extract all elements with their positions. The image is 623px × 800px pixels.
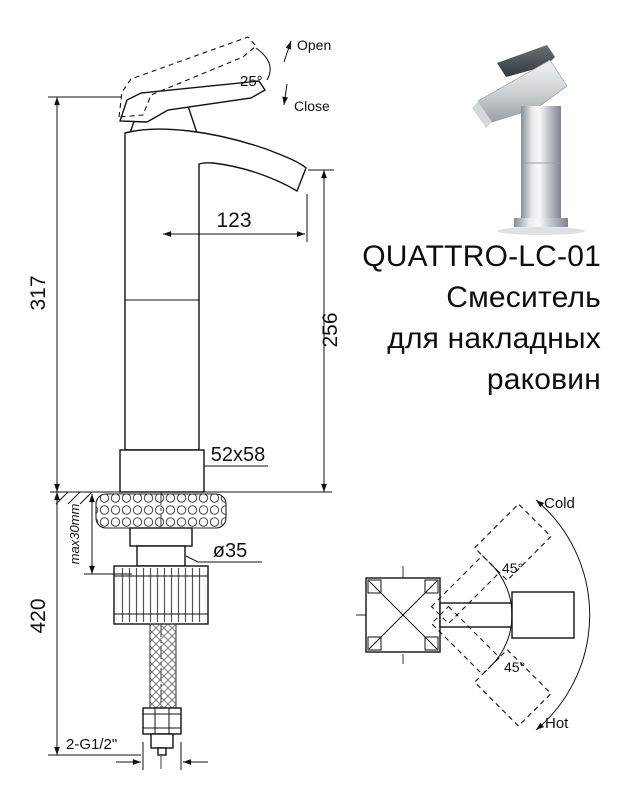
thread-extension-lines xyxy=(142,742,182,770)
dim-420-label: 420 xyxy=(27,598,50,633)
handle-angle-arc xyxy=(255,47,271,81)
handle-open-position-dashed xyxy=(118,36,257,118)
open-direction-arrow-icon xyxy=(283,40,292,63)
dim-317-label: 317 xyxy=(27,275,50,310)
product-photo xyxy=(472,45,585,235)
product-title-block: QUATTRO-LC-01 Смеситель для накладных ра… xyxy=(362,236,601,400)
corner-screw-2 xyxy=(424,579,439,594)
dimension-256: 256 xyxy=(308,169,342,492)
product-desc-line1: Смеситель xyxy=(446,281,601,314)
photo-handle-lever xyxy=(497,45,555,77)
mounting-washer xyxy=(95,493,227,529)
dimension-317: 317 xyxy=(27,96,122,492)
handle-lever: Open Close 25° xyxy=(118,36,331,134)
handle-neck-center xyxy=(439,602,513,628)
top-view: 45° 45° Cold Hot xyxy=(356,495,591,732)
mounting-nut-ridges xyxy=(116,568,206,622)
mounting-hardware: ø35 xyxy=(95,493,262,756)
fitting-facets xyxy=(143,708,181,734)
product-desc-line3: раковин xyxy=(486,363,601,396)
fitting-collar xyxy=(150,733,174,749)
close-direction-arrow-icon xyxy=(282,83,288,106)
handle-closed-position xyxy=(119,80,266,123)
counter-hatching xyxy=(55,491,93,505)
photo-body-column xyxy=(521,106,561,218)
angle-arc-cold xyxy=(490,563,513,616)
product-desc-line2: для накладных xyxy=(387,322,601,355)
body-diagonals xyxy=(368,580,438,650)
hose-fitting-nut xyxy=(142,707,182,735)
rotation-arc xyxy=(535,499,591,731)
angle-arc-hot xyxy=(490,614,513,667)
dimension-max30mm: max30mm xyxy=(67,494,132,575)
faucet-body xyxy=(119,128,307,493)
dimension-123: 123 xyxy=(163,194,308,242)
base-section-label: 52x58 xyxy=(211,444,266,466)
open-label: Open xyxy=(297,37,331,53)
cold-label: Cold xyxy=(544,495,575,512)
corner-screw-3 xyxy=(367,636,382,651)
hot-label: Hot xyxy=(545,715,569,732)
dimension-420: 420 xyxy=(27,492,60,755)
shank-collar xyxy=(129,527,193,547)
thread-spec-callout: 2-G1/2" xyxy=(48,736,208,770)
cold-angle-label: 45° xyxy=(502,560,523,576)
handle-angle-label: 25° xyxy=(240,73,263,90)
dim-256-label: 256 xyxy=(319,312,342,347)
photo-shadow xyxy=(497,227,585,235)
dim-123-label: 123 xyxy=(216,209,251,232)
corner-screw-1 xyxy=(367,579,382,594)
base-dimension: 52x58 xyxy=(204,444,268,467)
shank-diameter-label: ø35 xyxy=(213,540,247,562)
threaded-shank xyxy=(136,545,186,567)
flexible-hose xyxy=(149,623,177,709)
spout-and-column-outline xyxy=(124,128,307,451)
photo-spout-lip xyxy=(472,101,492,128)
close-label: Close xyxy=(294,98,330,114)
front-view: Open Close 25° 52x58 ø35 xyxy=(27,36,342,772)
fitting-tail xyxy=(157,747,167,756)
shank-diameter-leader xyxy=(185,555,262,563)
photo-base-plate xyxy=(514,218,568,227)
product-model: QUATTRO-LC-01 xyxy=(362,240,601,273)
dim-max30-label: max30mm xyxy=(67,503,82,564)
corner-screw-4 xyxy=(424,636,439,651)
handle-grip-center xyxy=(511,591,575,639)
base-section xyxy=(119,449,205,493)
hot-angle-label: 45° xyxy=(504,659,525,675)
thread-spec-label: 2-G1/2" xyxy=(66,736,117,753)
